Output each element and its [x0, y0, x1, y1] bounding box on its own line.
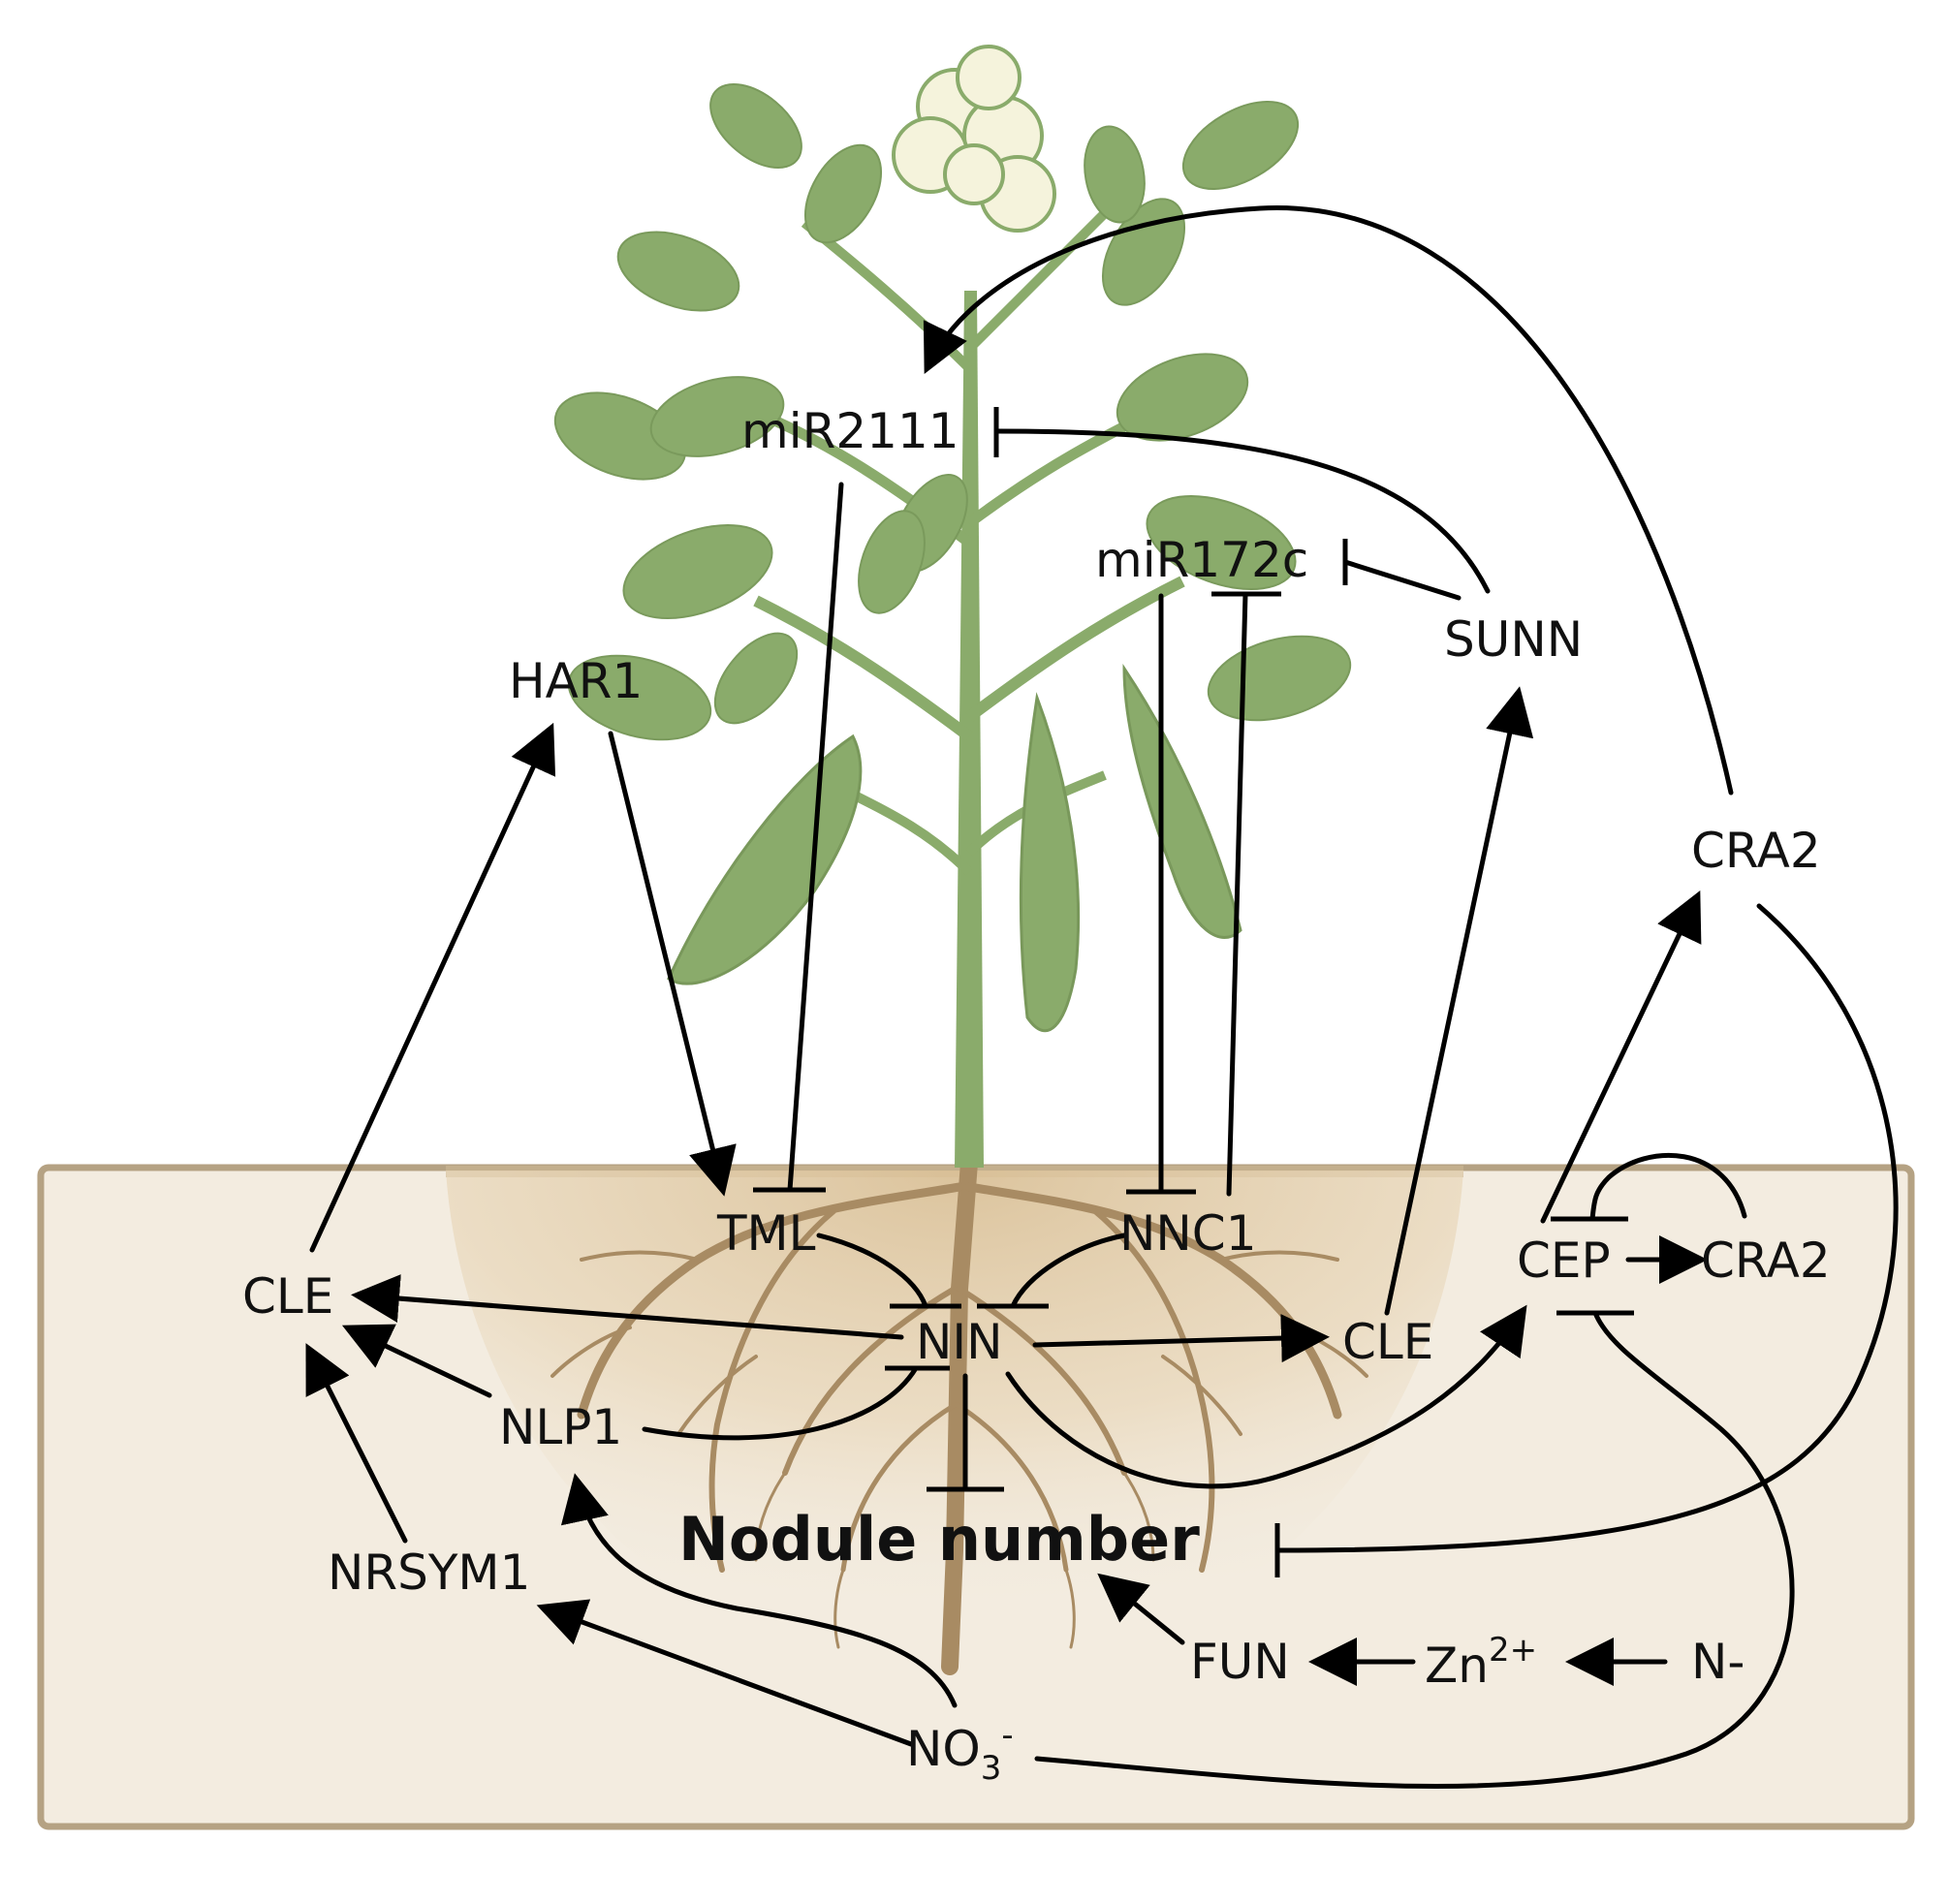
edge-sunn-inhibits-mir172c [1342, 559, 1462, 601]
edge-no3-to-nrsym1 [536, 1599, 914, 1747]
edge-har1-to-tml [608, 731, 737, 1197]
edge-nin-to-cle-left [351, 1274, 904, 1340]
label-nnc1: NNC1 [1119, 1205, 1257, 1262]
label-cep: CEP [1517, 1233, 1611, 1289]
edge-no3-inhibits-cep [1034, 1310, 1795, 1789]
edge-cra2-to-mir2111 [923, 205, 1734, 796]
label-nodule-number: Nodule number [678, 1504, 1200, 1575]
label-cle-left: CLE [242, 1268, 333, 1325]
label-nin: NIN [916, 1314, 1003, 1370]
edge-nlp1-to-cle [341, 1324, 492, 1398]
flower [892, 45, 1056, 233]
edge-cra2-inhibits-nodules [1274, 903, 1899, 1553]
edge-cle-to-sunn [1384, 686, 1534, 1316]
edge-sunn-inhibits-mir2111 [993, 428, 1491, 594]
label-nlp1: NLP1 [499, 1399, 622, 1455]
edge-nlp1-inhibits-nin [642, 1365, 919, 1441]
label-cra2-shoot: CRA2 [1691, 823, 1821, 879]
edge-nin-to-cle-right [1032, 1314, 1330, 1363]
edge-nnc1-inhibits-mir172c [1226, 591, 1248, 1197]
label-cra2-root: CRA2 [1701, 1233, 1831, 1289]
edges [305, 205, 1899, 1789]
label-mir2111: miR2111 [741, 403, 959, 459]
label-no3: NO3- [906, 1716, 1014, 1788]
label-zn: Zn2+ [1425, 1631, 1537, 1694]
label-tml: TML [716, 1205, 816, 1262]
edge-mir2111-inhibits-tml [787, 482, 844, 1193]
edge-nrsym1-to-cle [305, 1343, 408, 1544]
label-har1: HAR1 [509, 653, 643, 709]
label-nrsym1: NRSYM1 [328, 1545, 530, 1601]
label-sunn: SUNN [1444, 611, 1583, 668]
edge-cle-to-har1 [309, 722, 556, 1253]
edge-tml-inhibits-nin [816, 1233, 928, 1309]
labels: miR2111 miR172c SUNN HAR1 CRA2 TML NNC1 … [242, 403, 1831, 1788]
label-cle-right: CLE [1342, 1314, 1433, 1370]
edge-nnc1-inhibits-nin [1010, 1233, 1127, 1309]
edge-cra2-inhibits-cep [1589, 1152, 1747, 1222]
plant-shoot [553, 45, 1352, 1168]
edge-nin-to-cep [1005, 1304, 1527, 1489]
edge-fun-to-nodules [1097, 1573, 1185, 1645]
label-mir172c: miR172c [1095, 532, 1308, 588]
edge-cep-to-cra2-shoot [1540, 890, 1702, 1224]
edge-no3-to-nlp1 [560, 1473, 958, 1708]
label-n-minus: N- [1691, 1634, 1745, 1690]
label-fun: FUN [1190, 1634, 1290, 1690]
